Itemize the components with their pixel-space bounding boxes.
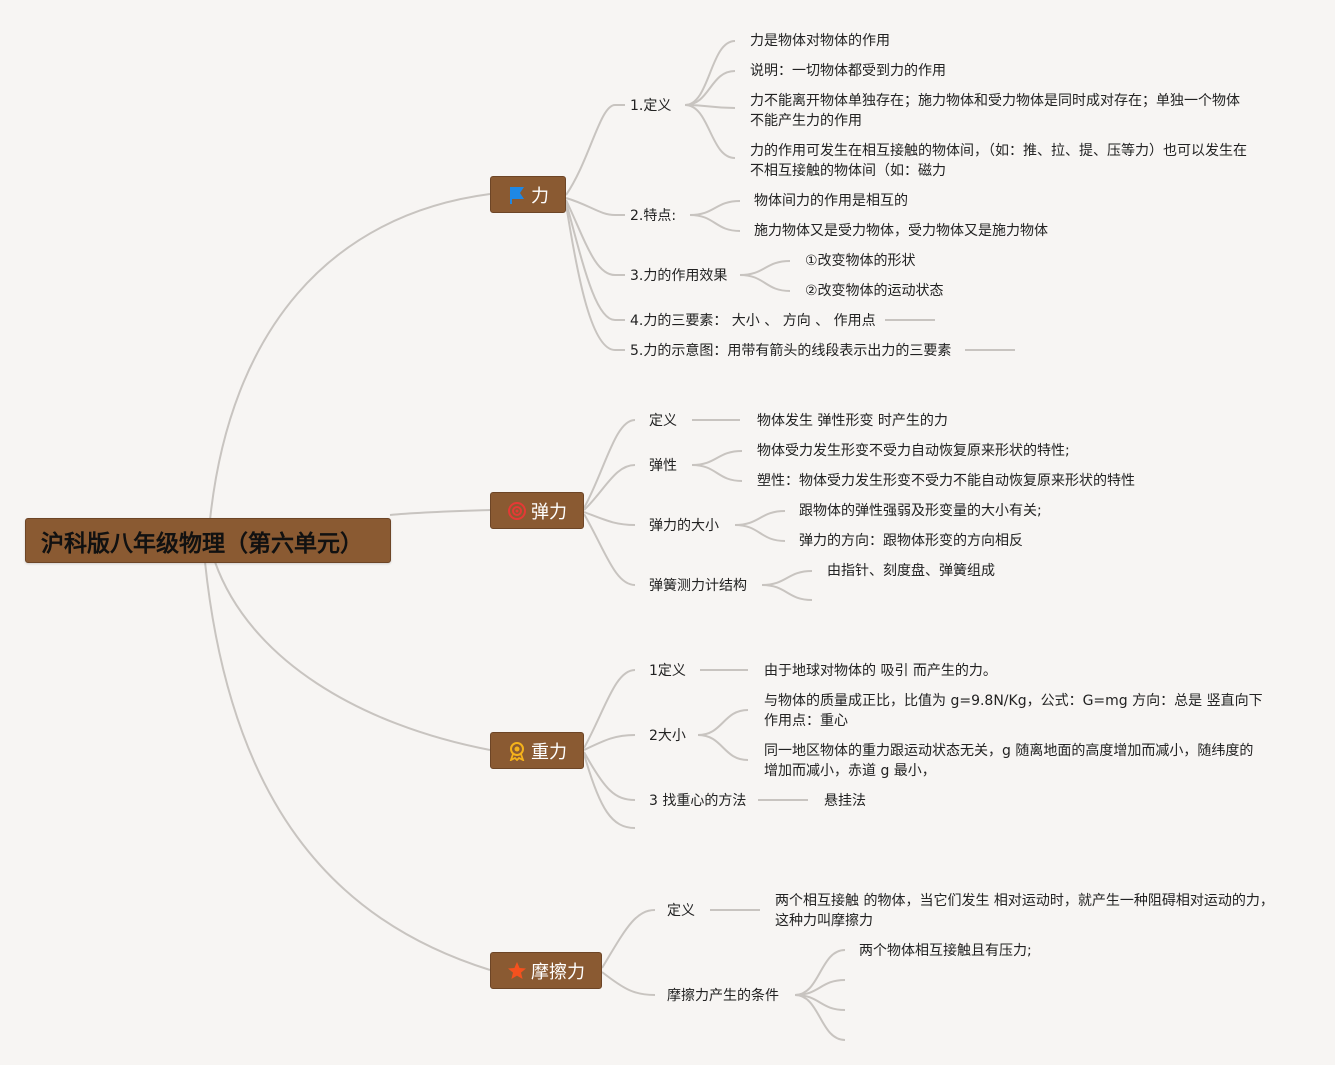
zhongli-size-item[interactable]: 同一地区物体的重力跟运动状态无关，g 随离地面的高度增加而减小，随纬度的增加而减…: [764, 743, 1254, 779]
li-def-item[interactable]: 力的作用可发生在相互接触的物体间，（如：推、拉、提、压等力）也可以发生在不相互接…: [750, 143, 1247, 179]
tanli-spring-scale[interactable]: 弹簧测力计结构: [649, 578, 747, 594]
tanli-size-item[interactable]: 跟物体的弹性强弱及形变量的大小有关;: [799, 503, 1042, 519]
zhongli-center-item[interactable]: 悬挂法: [824, 793, 866, 809]
moca-cond-item[interactable]: 两个物体相互接触且有压力;: [859, 943, 1032, 959]
branch-moca-label: 摩擦力: [531, 961, 585, 983]
flag-icon: [507, 185, 527, 205]
li-feature-item[interactable]: 物体间力的作用是相互的: [754, 193, 908, 209]
tanli-elasticity[interactable]: 弹性: [649, 458, 677, 474]
branch-moca[interactable]: 摩擦力: [490, 952, 602, 989]
zhongli-center-method[interactable]: 3 找重心的方法: [649, 793, 747, 809]
li-effect-item[interactable]: ①改变物体的形状: [805, 253, 916, 269]
star-icon: [507, 961, 527, 981]
li-definition[interactable]: 1.定义: [630, 98, 672, 114]
root-topic[interactable]: 沪科版八年级物理（第六单元）: [25, 518, 391, 563]
target-icon: [507, 501, 527, 521]
li-def-item[interactable]: 力是物体对物体的作用: [750, 33, 890, 49]
tanli-definition[interactable]: 定义: [649, 413, 677, 429]
li-def-item[interactable]: 力不能离开物体单独存在；施力物体和受力物体是同时成对存在；单独一个物体不能产生力…: [750, 93, 1240, 129]
moca-conditions[interactable]: 摩擦力产生的条件: [667, 988, 779, 1004]
li-effect[interactable]: 3.力的作用效果: [630, 268, 728, 284]
tanli-elastic-item[interactable]: 物体受力发生形变不受力自动恢复原来形状的特性;: [757, 443, 1070, 459]
zhongli-definition[interactable]: 1定义: [649, 663, 686, 679]
li-force-diagram[interactable]: 5.力的示意图：用带有箭头的线段表示出力的三要素: [630, 343, 952, 359]
li-def-item[interactable]: 说明：一切物体都受到力的作用: [750, 63, 946, 79]
tanli-elastic-item[interactable]: 塑性：物体受力发生形变不受力不能自动恢复原来形状的特性: [757, 473, 1135, 489]
li-effect-item[interactable]: ②改变物体的运动状态: [805, 283, 944, 299]
tanli-spring-item[interactable]: 由指针、刻度盘、弹簧组成: [827, 563, 995, 579]
branch-tanli-label: 弹力: [531, 501, 567, 523]
branch-zhongli[interactable]: 重力: [490, 732, 584, 769]
li-feature[interactable]: 2.特点:: [630, 208, 677, 224]
medal-icon: [507, 741, 527, 762]
li-feature-item[interactable]: 施力物体又是受力物体，受力物体又是施力物体: [754, 223, 1048, 239]
branch-zhongli-label: 重力: [531, 741, 567, 763]
zhongli-def-item[interactable]: 由于地球对物体的 吸引 而产生的力。: [764, 663, 997, 679]
branch-li-label: 力: [531, 185, 549, 207]
zhongli-size-item[interactable]: 与物体的质量成正比，比值为 g=9.8N/Kg，公式：G=mg 方向：总是 竖直…: [764, 693, 1263, 729]
moca-def-item[interactable]: 两个相互接触 的物体，当它们发生 相对运动时，就产生一种阻碍相对运动的力，这种力…: [775, 893, 1274, 929]
li-three-elements[interactable]: 4.力的三要素： 大小 、 方向 、 作用点: [630, 313, 876, 329]
tanli-size[interactable]: 弹力的大小: [649, 518, 719, 534]
tanli-def-item[interactable]: 物体发生 弹性形变 时产生的力: [757, 413, 948, 429]
branch-li[interactable]: 力: [490, 176, 566, 213]
branch-tanli[interactable]: 弹力: [490, 492, 584, 529]
moca-definition[interactable]: 定义: [667, 903, 695, 919]
tanli-size-item[interactable]: 弹力的方向：跟物体形变的方向相反: [799, 533, 1023, 549]
zhongli-size[interactable]: 2大小: [649, 728, 686, 744]
